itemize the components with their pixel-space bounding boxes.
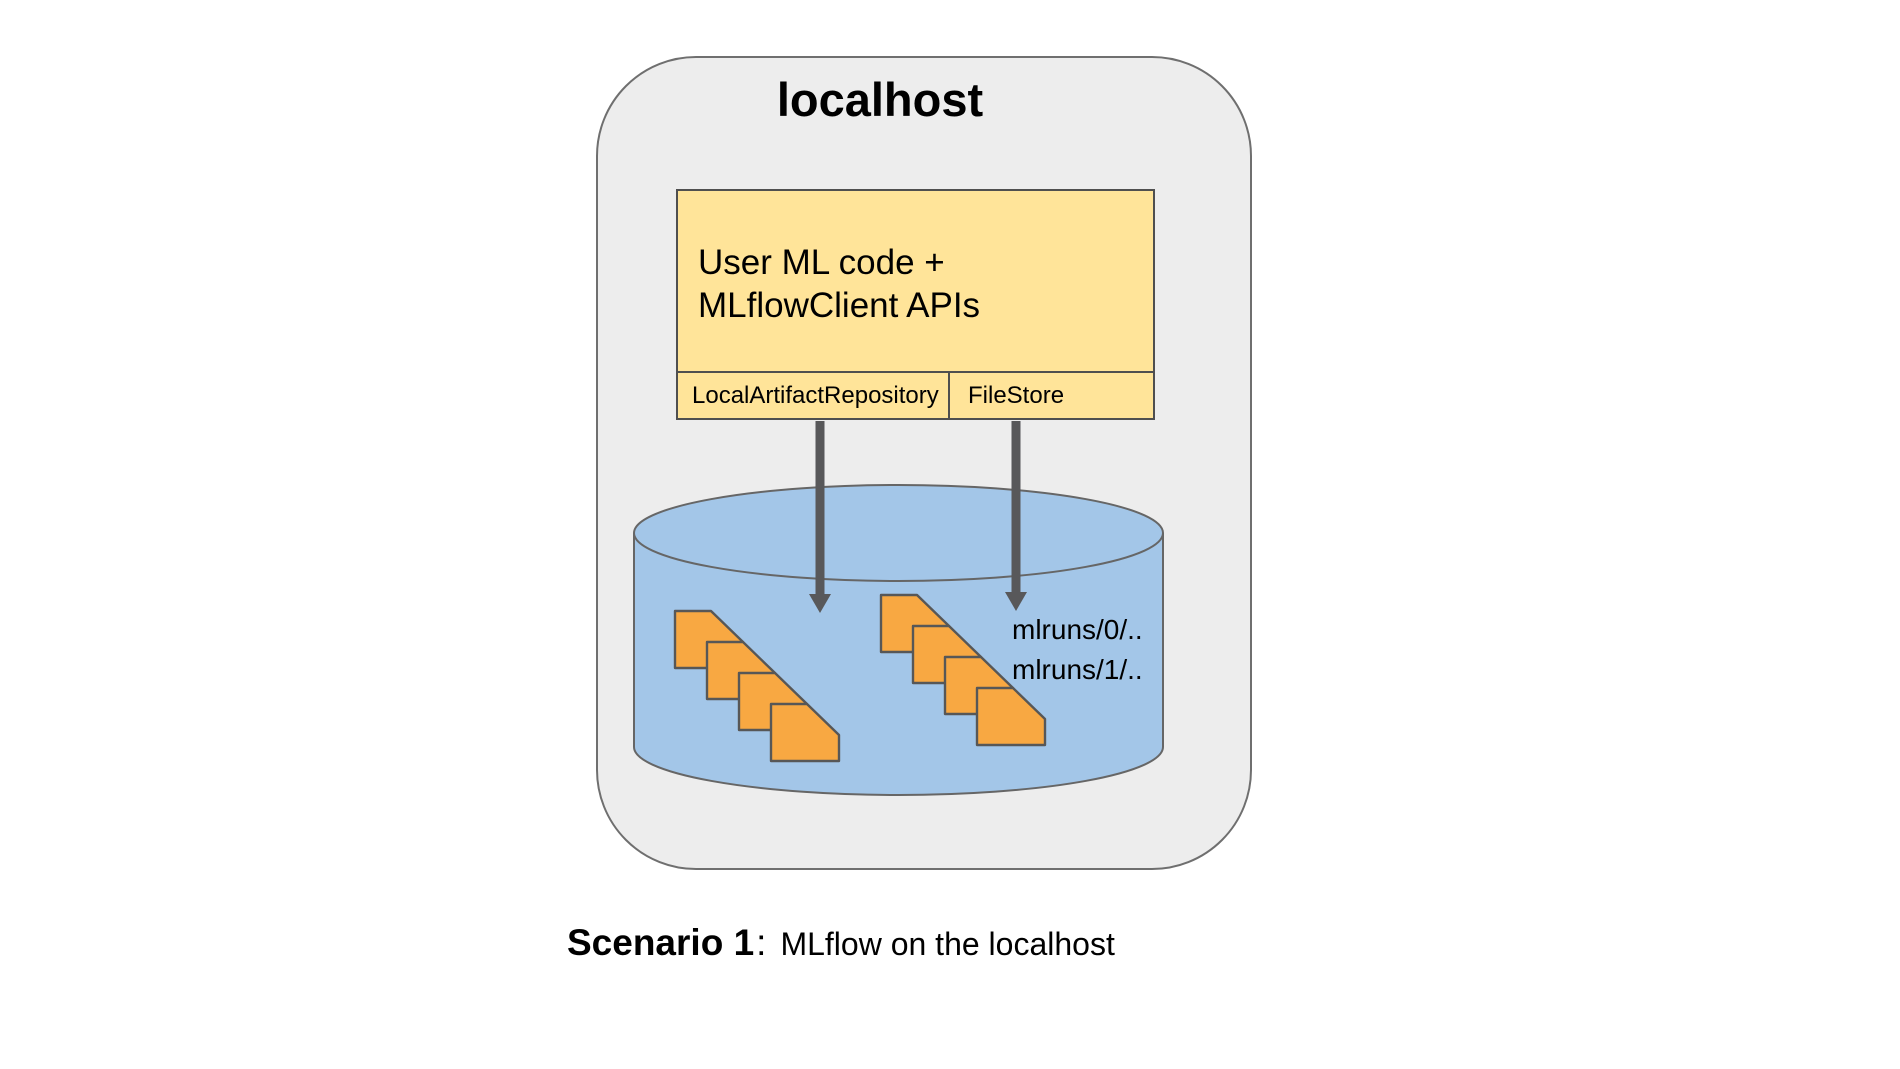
caption-colon: :	[756, 922, 767, 963]
local-artifact-repository-label: LocalArtifactRepository	[692, 381, 939, 409]
mlruns-paths: mlruns/0/.. mlruns/1/..	[1012, 610, 1143, 690]
filestore-label: FileStore	[968, 381, 1065, 409]
client-box-line1: User ML code +	[698, 243, 945, 282]
local-artifact-repository-cell: LocalArtifactRepository	[676, 371, 950, 420]
mlruns-path-0: mlruns/0/..	[1012, 614, 1143, 645]
localhost-container	[596, 56, 1252, 870]
component-row: LocalArtifactRepository FileStore	[676, 371, 1155, 420]
mlruns-path-1: mlruns/1/..	[1012, 654, 1143, 685]
caption: Scenario 1: MLflow on the localhost	[567, 922, 1115, 964]
client-box-line2: MLflowClient APIs	[698, 286, 981, 325]
caption-title: Scenario 1	[567, 922, 755, 963]
caption-description: MLflow on the localhost	[780, 926, 1115, 962]
filestore-cell: FileStore	[950, 371, 1155, 420]
localhost-title: localhost	[776, 73, 984, 126]
client-code-box: User ML code + MLflowClient APIs	[676, 189, 1155, 373]
